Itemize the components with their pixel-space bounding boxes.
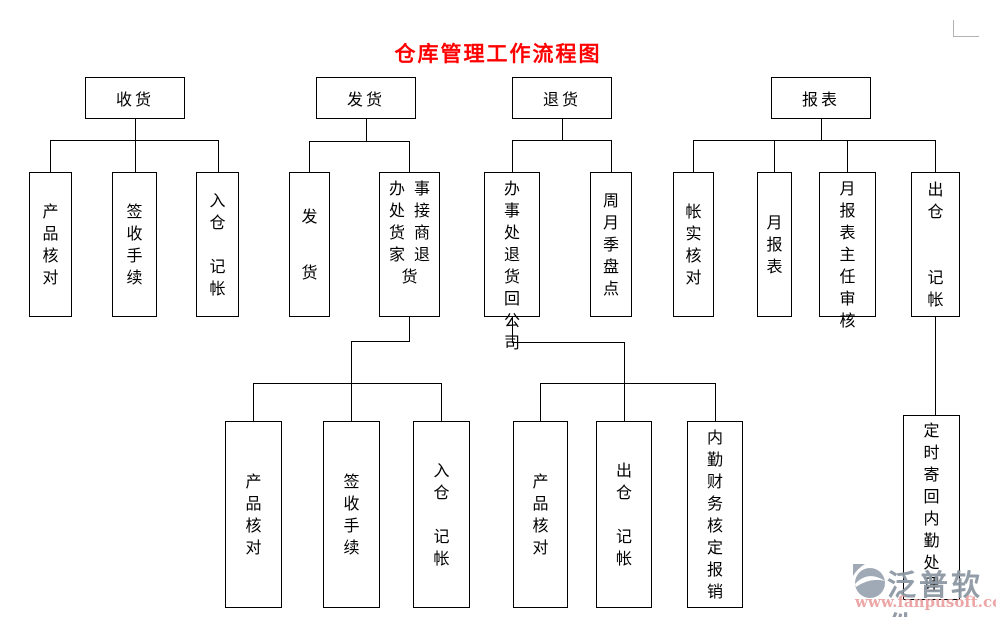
node-product-check-1: 产 品 核 对: [29, 172, 72, 317]
connector-line: [540, 383, 541, 422]
connector-line: [693, 140, 936, 141]
connector-line: [512, 342, 625, 343]
group-box-reports: 报表: [771, 77, 871, 119]
node-inbound-booking-1: 入 仓 记 帐: [196, 172, 239, 317]
connector-line: [218, 140, 219, 172]
node-office-returns-to-company: 办事 处退 货回 公司: [484, 172, 540, 352]
node-outbound-booking-2: 出 仓 记 帐: [596, 421, 652, 608]
connector-line: [253, 383, 442, 384]
node-periodic-stocktake: 周 月 季 盘 点: [590, 172, 632, 317]
connector-line: [253, 383, 254, 421]
connector-line: [624, 383, 625, 422]
connector-line: [366, 119, 367, 141]
node-account-reconciliation: 帐 实 核 对: [673, 172, 714, 317]
connector-line: [774, 140, 775, 172]
node-office-receives-merchant-returns: 办事 处接 货商 家退 货: [379, 172, 440, 317]
connector-line: [715, 383, 716, 422]
connector-line: [821, 119, 822, 140]
node-report-director-review: 月报 表主 任审 核: [819, 172, 876, 330]
fanpu-logo-icon: [853, 564, 885, 598]
watermark-url: www.fanpusoft.com: [855, 593, 996, 611]
page-title: 仓库管理工作流程图: [394, 42, 602, 66]
connector-line: [351, 383, 352, 421]
connector-line: [135, 119, 136, 140]
connector-line: [309, 141, 310, 172]
corner-mark: [953, 36, 979, 37]
watermark-brand: 泛普软件: [887, 568, 984, 617]
connector-line: [624, 342, 625, 383]
node-mail-back-to-backoffice: 定 时 寄 回 内 勤 处 理: [903, 415, 960, 600]
connector-line: [309, 141, 410, 142]
connector-line: [409, 317, 410, 341]
node-ship-goods: 发 货: [289, 172, 330, 317]
connector-line: [935, 317, 936, 415]
connector-line: [409, 141, 410, 172]
group-box-shipping: 发货: [316, 77, 416, 119]
connector-line: [441, 383, 442, 421]
connector-line: [135, 140, 136, 172]
connector-line: [847, 140, 848, 172]
connector-line: [611, 140, 612, 172]
connector-line: [935, 140, 936, 172]
node-signoff-1: 签 收 手 续: [112, 172, 157, 317]
connector-line: [50, 140, 219, 141]
group-box-returns: 退货: [512, 77, 612, 119]
connector-line: [351, 341, 410, 342]
connector-line: [50, 140, 51, 172]
node-signoff-2: 签 收 手 续: [323, 421, 380, 608]
connector-line: [540, 383, 716, 384]
connector-line: [562, 119, 563, 140]
connector-line: [512, 140, 612, 141]
node-product-check-2: 产 品 核 对: [225, 421, 282, 608]
corner-mark: [953, 20, 954, 37]
connector-line: [512, 140, 513, 172]
connector-line: [512, 317, 513, 342]
node-product-check-3: 产 品 核 对: [513, 421, 568, 608]
node-inbound-booking-2: 入 仓 记 帐: [413, 421, 470, 608]
connector-line: [351, 341, 352, 383]
node-outbound-booking-1: 出 仓 记 帐: [911, 172, 960, 317]
node-backoffice-finance-approve-reimburse: 内 勤 财 务 核 定 报 销: [687, 421, 743, 608]
node-monthly-report: 月 报 表: [757, 172, 792, 317]
connector-line: [693, 140, 694, 172]
group-box-receiving: 收货: [85, 77, 185, 119]
